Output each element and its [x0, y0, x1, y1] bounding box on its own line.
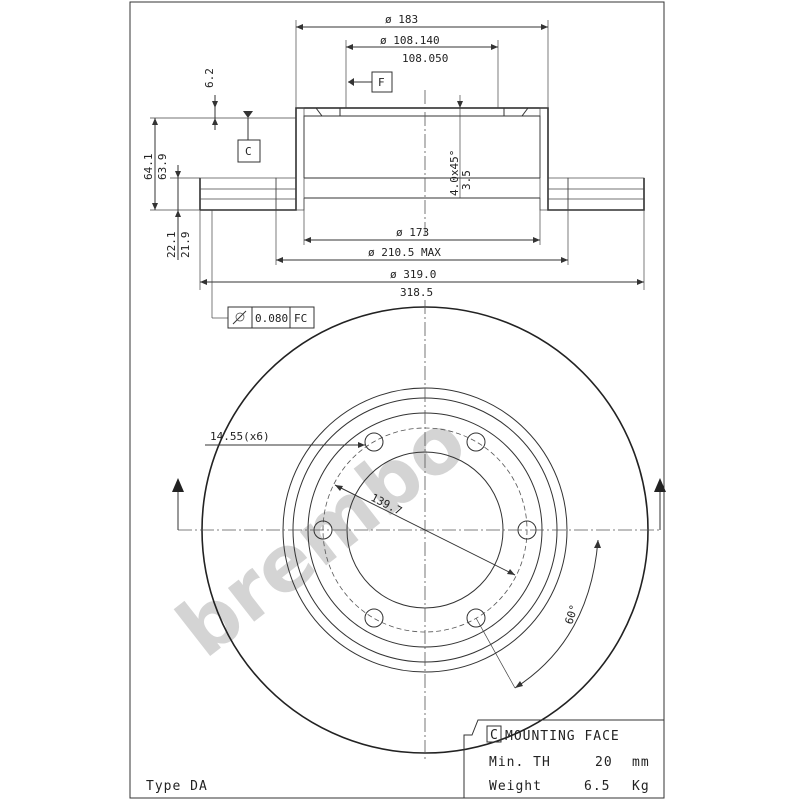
min-th-label: Min. TH: [489, 755, 551, 770]
tolerance-value: 0.080: [255, 312, 288, 325]
weight-value: 6.5: [584, 779, 610, 794]
flatness-icon: [232, 310, 247, 325]
section-view: ø 183 ø 108.140 108.050 F 6.2 C 64.1 63.…: [142, 13, 645, 329]
dim-angle: 60°: [562, 603, 581, 626]
friction-ring-left: [199, 177, 277, 211]
hat-inner: [303, 115, 541, 178]
dim-319: ø 319.0: [390, 268, 436, 281]
section-arrow-right: [654, 478, 666, 492]
dim-108-050: 108.050: [402, 52, 448, 65]
weight-label: Weight: [489, 779, 542, 794]
dim-63-9: 63.9: [156, 154, 169, 181]
dim-22-1: 22.1: [165, 232, 178, 259]
dim-21-9: 21.9: [179, 232, 192, 259]
dim-3-5: 3.5: [460, 170, 473, 190]
info-block: C MOUNTING FACE Min. TH 20 mm Weight 6.5…: [463, 719, 664, 798]
min-th-value: 20: [595, 755, 613, 770]
dim-210-5: ø 210.5 MAX: [368, 246, 441, 259]
mounting-face-box: [486, 725, 502, 743]
dim-108-140: ø 108.140: [380, 34, 440, 47]
hat-profile: [199, 107, 645, 211]
mounting-face-letter: C: [490, 728, 499, 743]
min-th-unit: mm: [632, 755, 650, 770]
datum-f-label: F: [378, 76, 385, 89]
dim-64-1: 64.1: [142, 154, 155, 181]
weight-unit: Kg: [632, 779, 650, 794]
dim-318-5: 318.5: [400, 286, 433, 299]
front-view: 14.55(x6) 139.7 60°: [172, 300, 666, 760]
friction-ring-right: [567, 177, 645, 211]
tolerance-ref: FC: [294, 312, 307, 325]
dim-chamfer: 4.0x45°: [448, 150, 461, 196]
dim-173: ø 173: [396, 226, 429, 239]
dim-183: ø 183: [385, 13, 418, 26]
datum-c-box: [237, 139, 261, 163]
drawing-frame: [129, 1, 665, 799]
mounting-face-label: MOUNTING FACE: [505, 729, 620, 744]
datum-c-label: C: [245, 145, 252, 158]
dim-6-2: 6.2: [203, 68, 216, 88]
datum-f-box: [371, 71, 393, 93]
section-arrow-left: [172, 478, 184, 492]
dim-holes: 14.55(x6): [210, 430, 270, 443]
type-label: Type DA: [146, 779, 208, 794]
